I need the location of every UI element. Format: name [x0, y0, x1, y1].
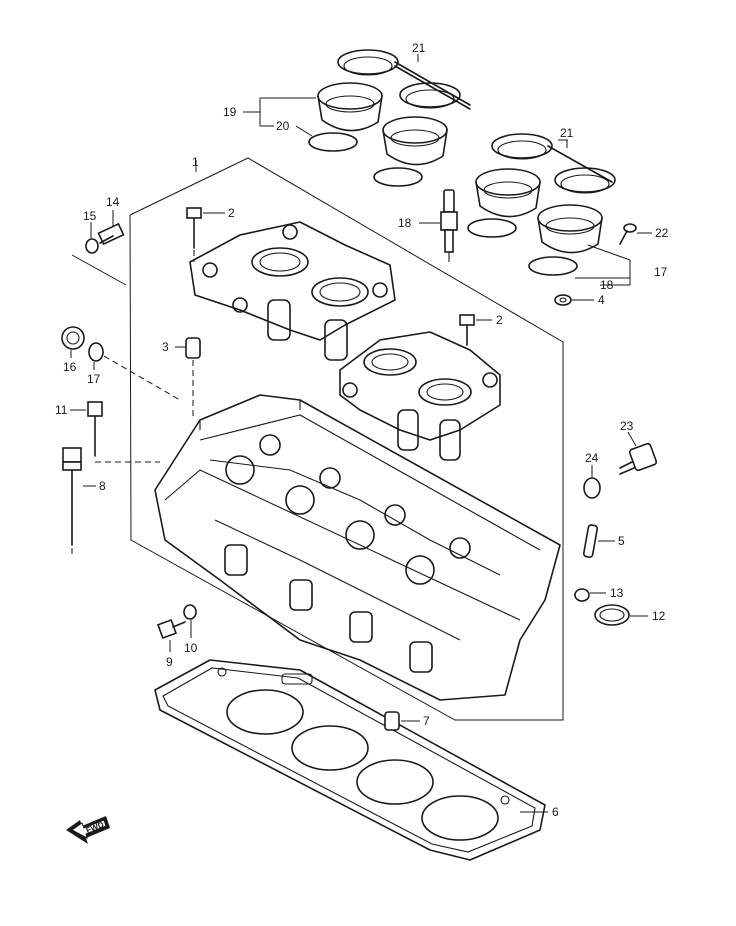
callout-8: 8 — [99, 479, 106, 493]
callout-21-upper: 21 — [412, 41, 426, 55]
dowel-pipe-5 — [582, 524, 599, 558]
callout-4: 4 — [598, 293, 605, 307]
callout-19: 19 — [223, 105, 237, 119]
callout-13: 13 — [610, 586, 624, 600]
bolt-11 — [87, 401, 160, 463]
callout-2-lower: 2 — [496, 313, 503, 327]
callout-12: 12 — [652, 609, 666, 623]
bolt-9 — [157, 619, 186, 639]
callout-10: 10 — [184, 641, 198, 655]
callout-2-upper: 2 — [228, 206, 235, 220]
callout-20: 20 — [276, 119, 290, 133]
bolt-2-upper — [186, 207, 202, 262]
intake-boot-set-rear — [308, 49, 471, 187]
dowel-pin-3 — [185, 337, 201, 420]
callout-23: 23 — [620, 419, 634, 433]
callout-1: 1 — [192, 155, 199, 169]
forward-direction-arrow: FWD — [66, 816, 110, 844]
bolt-8 — [62, 447, 82, 556]
callout-11: 11 — [55, 403, 68, 417]
temperature-sensor-23 — [619, 442, 658, 475]
cylinder-head-group-frame — [71, 157, 564, 721]
callout-5: 5 — [618, 534, 625, 548]
callout-14: 14 — [106, 195, 120, 209]
cylinder-head — [154, 394, 561, 701]
callout-17-right: 17 — [654, 265, 668, 279]
fitting-14 — [97, 222, 125, 246]
callout-15: 15 — [83, 209, 97, 223]
intake-boot-set-front — [467, 133, 616, 276]
cylinder-head-gasket — [154, 659, 546, 861]
intake-manifold-rear — [189, 221, 396, 361]
callout-21-right: 21 — [560, 126, 574, 140]
callout-9: 9 — [166, 655, 173, 669]
washer-4 — [554, 294, 572, 306]
spark-plug — [440, 189, 458, 262]
bolt-2-lower — [459, 314, 475, 346]
intake-manifold-front — [339, 331, 501, 461]
dowel-pin-7 — [384, 711, 400, 731]
o-ring-24 — [583, 477, 601, 499]
callout-6: 6 — [552, 805, 559, 819]
o-ring-12 — [594, 604, 630, 626]
leader-lines — [70, 54, 652, 813]
callout-18-right: 18 — [600, 278, 614, 292]
callout-7: 7 — [423, 714, 430, 728]
screw-22 — [619, 223, 637, 245]
callout-17-left: 17 — [87, 372, 101, 386]
gasket-17 — [88, 342, 181, 401]
o-ring-13 — [574, 588, 590, 602]
callout-18-plug: 18 — [398, 216, 412, 230]
plug-16 — [61, 326, 85, 350]
callout-24: 24 — [585, 451, 599, 465]
callout-22: 22 — [655, 226, 669, 240]
washer-10 — [183, 604, 197, 620]
washer-15 — [85, 238, 99, 254]
callout-3: 3 — [162, 340, 169, 354]
callout-labels: 1 2 2 3 4 5 6 7 8 9 10 11 12 13 14 15 16… — [55, 41, 669, 819]
callout-16: 16 — [63, 360, 77, 374]
